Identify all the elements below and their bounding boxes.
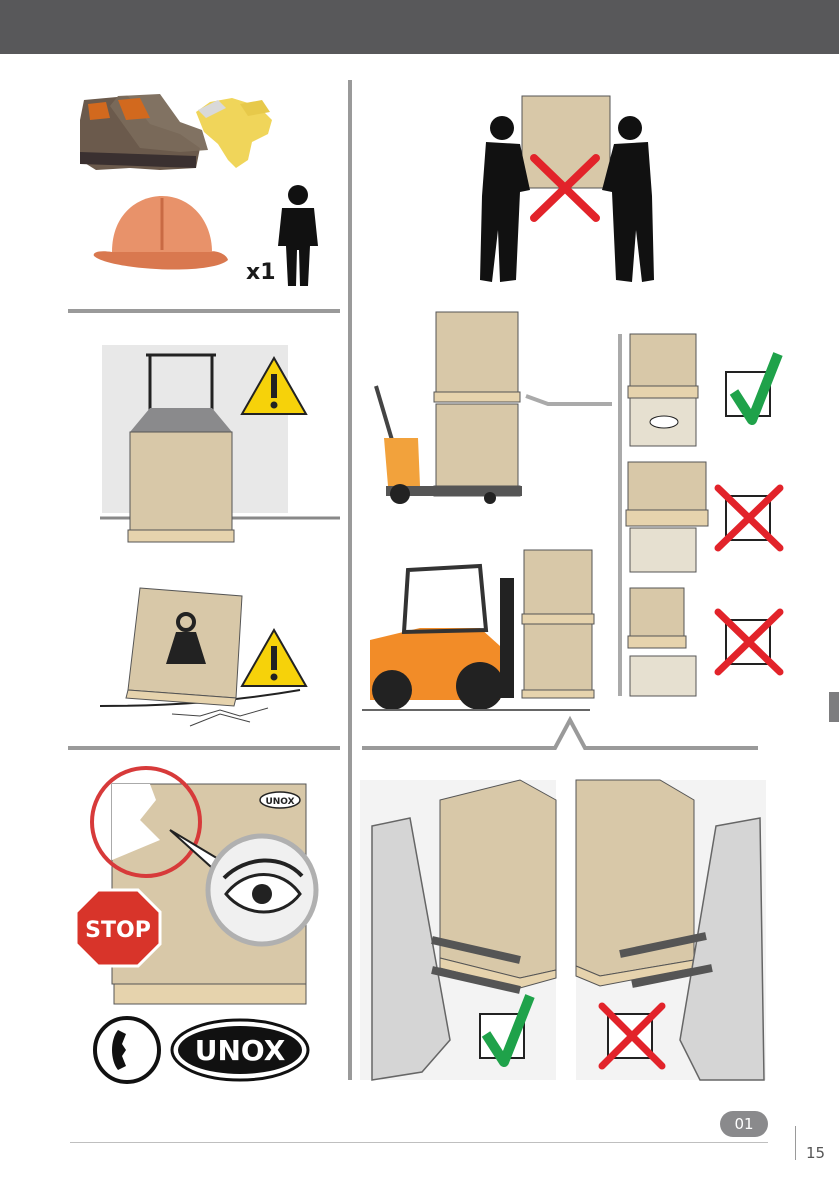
cross-icon-3: [718, 612, 780, 672]
person-count-label: x1: [246, 260, 276, 285]
hard-hat-icon: [94, 196, 228, 270]
warning-icon-2: [242, 630, 306, 686]
unox-logo: UNOX: [172, 1020, 308, 1080]
pallet-truck-scene: [376, 312, 522, 504]
pointer-bracket: [526, 396, 612, 404]
stop-sign-icon: STOP: [76, 890, 160, 966]
page-number: 15: [806, 1144, 825, 1162]
cross-icon-2: [718, 488, 780, 548]
fork-correct-scene: [360, 780, 556, 1080]
phone-icon: [95, 1018, 159, 1082]
forklift-scene: [362, 550, 594, 710]
eye-icon: [208, 836, 316, 944]
box-brand-label: UNOX: [265, 797, 294, 807]
footer-line: [70, 1142, 768, 1143]
stacking-offset-scene: [626, 462, 708, 572]
stacking-ok-scene: [628, 334, 698, 446]
fork-wrong-scene: [576, 780, 766, 1080]
safety-shoes-icon: [80, 94, 208, 170]
chapter-badge: 01: [720, 1111, 768, 1137]
divider-right: [362, 720, 758, 748]
page-number-divider: [795, 1126, 796, 1160]
unox-logo-text: UNOX: [195, 1034, 286, 1067]
cross-icon-4: [602, 1006, 662, 1066]
check-icon-1: [726, 354, 778, 420]
stacking-misaligned-scene: [628, 588, 696, 696]
crane-lift-scene: [100, 345, 340, 542]
two-person-lift-scene: [480, 96, 654, 282]
stop-sign-text: STOP: [85, 918, 151, 943]
chapter-side-tab: [829, 692, 839, 722]
gloves-icon: [196, 98, 272, 168]
person-icon: [278, 185, 318, 286]
